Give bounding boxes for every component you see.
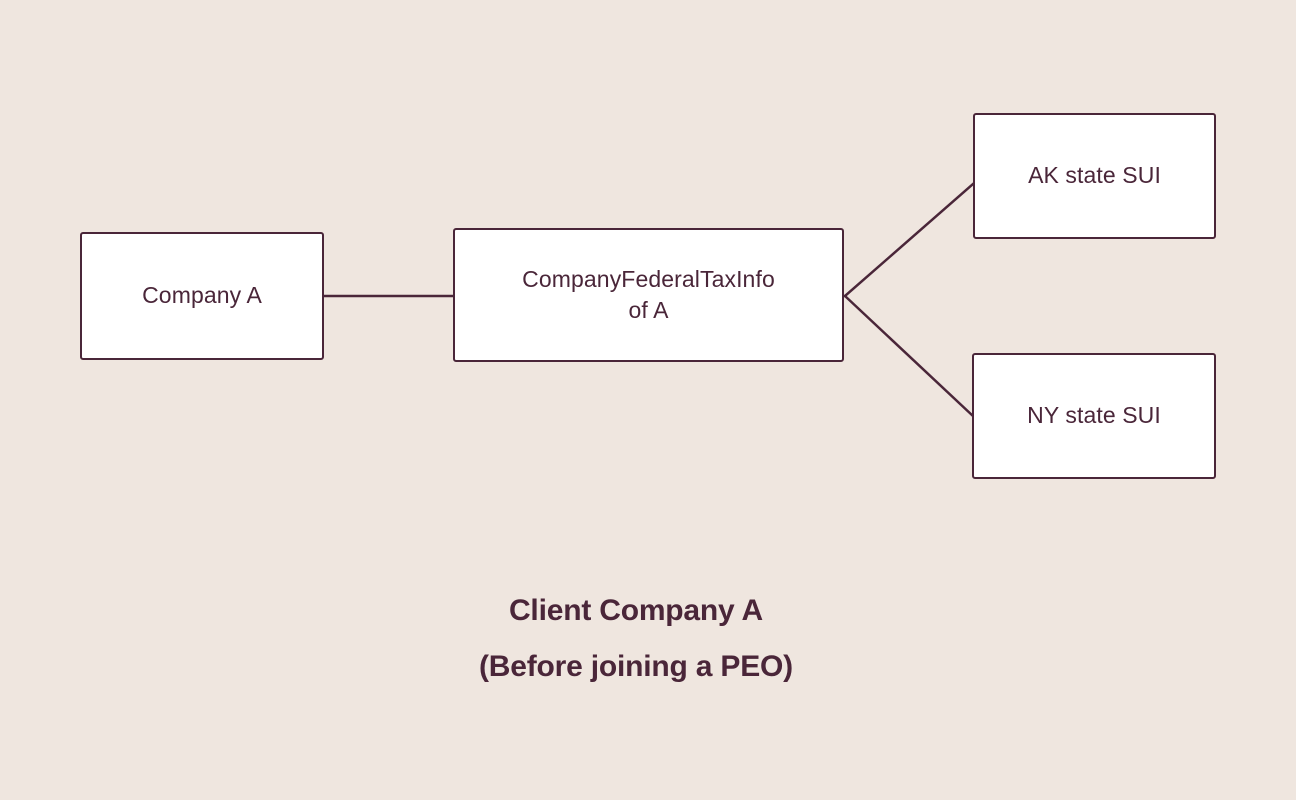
edge-federal-tax-to-ak-sui xyxy=(843,182,975,298)
diagram-caption-line1: Client Company A xyxy=(508,594,764,627)
diagram-caption-line2: (Before joining a PEO) xyxy=(479,650,793,684)
node-ak-state-sui-label: AK state SUI xyxy=(1028,162,1161,189)
diagram-caption: Client Company A (Before joining a PEO) xyxy=(0,583,1272,695)
node-ny-state-sui-label: NY state SUI xyxy=(1027,402,1161,429)
node-company-federal-tax-info-label-line2: of A xyxy=(628,297,669,323)
node-company-federal-tax-info[interactable]: CompanyFederalTaxInfo of A xyxy=(453,228,844,362)
edge-federal-tax-to-ny-sui xyxy=(843,294,975,418)
node-company-federal-tax-info-label-line1: CompanyFederalTaxInfo xyxy=(522,265,775,292)
node-company-federal-tax-info-label: CompanyFederalTaxInfo of A xyxy=(522,264,775,326)
node-ak-state-sui[interactable]: AK state SUI xyxy=(973,113,1216,239)
node-company-a-label: Company A xyxy=(142,282,262,309)
node-company-a[interactable]: Company A xyxy=(80,232,324,360)
node-ny-state-sui[interactable]: NY state SUI xyxy=(972,353,1216,479)
